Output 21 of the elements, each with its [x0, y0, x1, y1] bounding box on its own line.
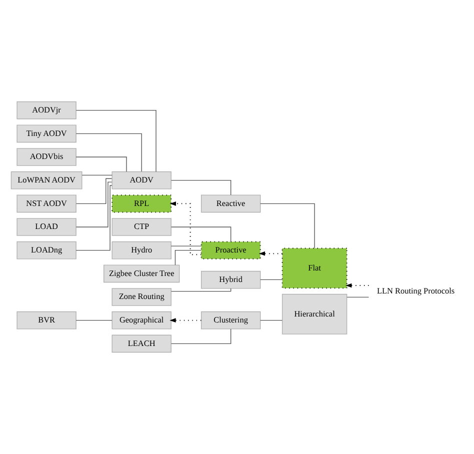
- arrow: [170, 202, 202, 256]
- connector: [170, 288, 232, 292]
- arrow: [258, 251, 282, 256]
- connector: [346, 296, 370, 298]
- connector: [76, 110, 156, 172]
- connector: [170, 226, 232, 242]
- connector: [82, 174, 112, 176]
- connector: [76, 185, 112, 251]
- connector: [76, 178, 112, 204]
- connector: [174, 250, 202, 266]
- connector: [76, 156, 127, 172]
- connector: [76, 182, 112, 228]
- connector: [260, 279, 283, 280]
- arrow: [170, 318, 202, 322]
- connector: [76, 320, 112, 321]
- connector: [260, 203, 315, 248]
- connector: [170, 328, 232, 344]
- arrow: [346, 283, 369, 288]
- connector: [260, 320, 283, 321]
- connector: [76, 133, 142, 172]
- connector: [170, 180, 232, 196]
